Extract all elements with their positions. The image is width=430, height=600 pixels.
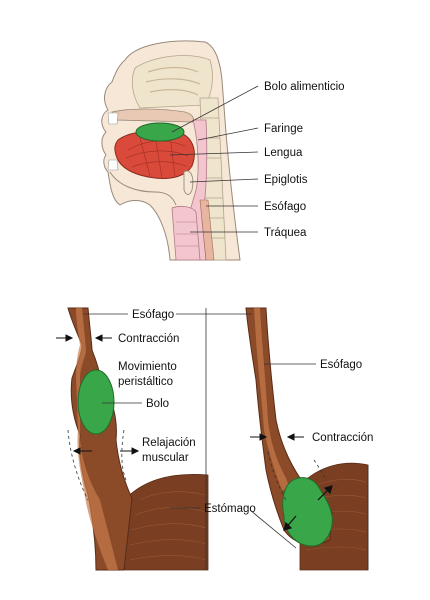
label-contraccion-left: Contracción [118, 333, 179, 345]
right-bolus-arrows [283, 485, 333, 531]
epiglottis [183, 170, 194, 195]
label-lengua: Lengua [264, 147, 303, 159]
esophagus-top [199, 199, 215, 261]
top-leader-lines [169, 85, 259, 233]
head-cross-section [101, 40, 241, 261]
label-faringe: Faringe [264, 123, 303, 135]
left-contraction-arrows [56, 334, 112, 342]
label-movimiento: Movimiento [118, 361, 177, 373]
label-epiglotis: Epiglotis [264, 174, 308, 186]
label-bolo-alimenticio: Bolo alimenticio [264, 81, 345, 93]
right-bolus [282, 477, 333, 547]
right-esophagus-lumen [254, 308, 290, 490]
left-stomach-texture [129, 491, 207, 561]
label-estomago: Estómago [204, 503, 256, 515]
left-relaxation-arrows [72, 447, 140, 455]
label-contraccion-right: Contracción [312, 432, 373, 444]
label-esofago-top: Esófago [264, 201, 306, 213]
label-muscular: muscular [142, 452, 189, 464]
label-esofago-right: Esófago [320, 359, 362, 371]
tongue-muscle-fibers [125, 134, 189, 179]
nasal-bone [131, 55, 213, 109]
trachea [171, 205, 201, 261]
bottom-leader-lines [84, 313, 316, 549]
label-relajacion: Relajación [142, 437, 196, 449]
trachea-rings [176, 221, 199, 247]
left-esophagus-panel [56, 307, 209, 571]
upper-teeth [107, 112, 119, 125]
nasal-turbinates [145, 66, 201, 96]
left-esophagus-lumen [76, 308, 118, 570]
lower-teeth [107, 159, 119, 171]
right-contraction-arrows [250, 433, 304, 441]
bolus-mouth [135, 122, 185, 142]
left-bolus [77, 369, 115, 435]
right-flow-dashes [267, 451, 327, 501]
label-traquea: Tráquea [264, 227, 307, 239]
label-esofago-bottom: Esófago [132, 309, 174, 321]
right-esophagus-tube [245, 307, 333, 546]
left-flow-dashes [67, 429, 127, 501]
label-bolo: Bolo [146, 398, 169, 410]
right-esophagus-panel [245, 307, 369, 571]
label-peristaltico: peristáltico [118, 376, 173, 388]
mandible [109, 171, 177, 206]
